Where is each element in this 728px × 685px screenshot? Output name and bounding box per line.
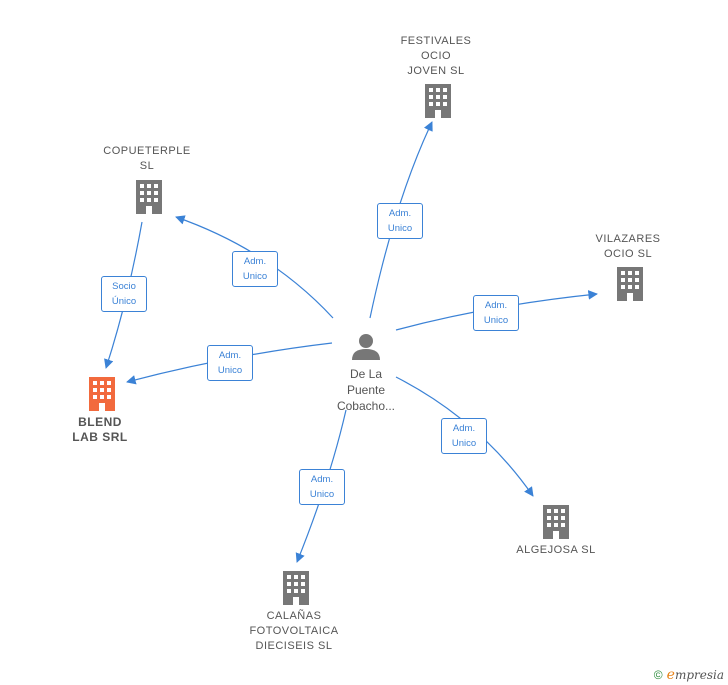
brand-name: mpresia <box>674 668 724 682</box>
node-label-calanas[interactable]: CALAÑAS FOTOVOLTAICA DIECISEIS SL <box>249 610 339 652</box>
building-icon-copueterple <box>136 180 162 214</box>
node-label-person[interactable]: De La Puente Cobacho... <box>336 367 396 413</box>
brand-initial: e <box>666 667 675 683</box>
copyright-icon: © <box>653 668 663 682</box>
building-icon-vilazares <box>617 267 643 301</box>
node-label-algejosa[interactable]: ALGEJOSA SL <box>516 544 596 556</box>
node-label-copueterple[interactable]: COPUETERPLE SL <box>103 145 191 172</box>
node-label-vilazares[interactable]: VILAZARES OCIO SL <box>595 233 661 260</box>
node-label-blend[interactable]: BLEND LAB SRL <box>72 415 128 444</box>
person-icon <box>352 334 380 360</box>
edge-label-festivales: Adm. Unico <box>377 203 423 239</box>
edge-label-blend: Adm. Unico <box>207 345 253 381</box>
edge-label-copueterple: Adm. Unico <box>232 251 278 287</box>
building-icon-festivales <box>425 84 451 118</box>
edge-label-algejosa: Adm. Unico <box>441 418 487 454</box>
building-icon-algejosa <box>543 505 569 539</box>
node-label-festivales[interactable]: FESTIVALES OCIO JOVEN SL <box>400 35 472 77</box>
edge-label-vilazares: Adm. Unico <box>473 295 519 331</box>
brand-logo: ©empresia <box>654 667 724 683</box>
building-icon-blend <box>89 377 115 411</box>
building-icon-calanas <box>283 571 309 605</box>
edge-label-calanas: Adm. Unico <box>299 469 345 505</box>
edge-label-socio-unico: Socio Único <box>101 276 147 312</box>
